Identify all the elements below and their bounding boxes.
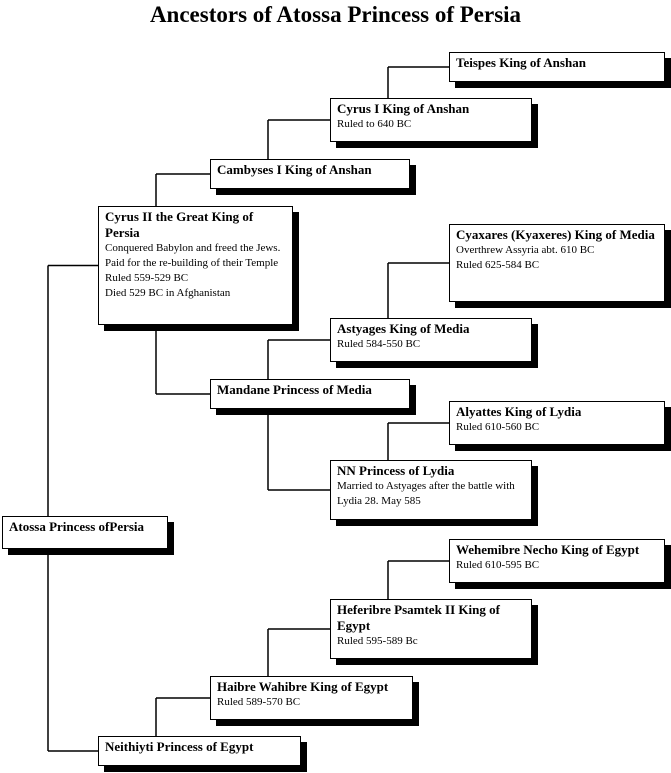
person-box-astyages[interactable]: Astyages King of Media Ruled 584-550 BC [330,318,532,362]
person-name: Cambyses I King of Anshan [217,162,372,177]
person-name: Mandane Princess of Media [217,382,372,397]
person-detail-line: Ruled 589-570 BC [217,696,301,708]
person-box-wehemibre[interactable]: Wehemibre Necho King of Egypt Ruled 610-… [449,539,665,583]
person-detail-line: Ruled 610-560 BC [456,421,540,433]
person-box-cyaxares[interactable]: Cyaxares (Kyaxeres) King of Media Overth… [449,224,665,302]
person-detail-line: Died 529 BC in Afghanistan [105,287,231,299]
person-box-alyattes[interactable]: Alyattes King of Lydia Ruled 610-560 BC [449,401,665,445]
person-detail-line: Overthrew Assyria abt. 610 BC [456,244,595,256]
person-details: Ruled 610-560 BC [456,420,660,435]
person-details: Ruled 595-589 Bc [337,634,527,649]
person-box-teispes[interactable]: Teispes King of Anshan [449,52,665,82]
person-name: Cyaxares (Kyaxeres) King of Media [456,227,655,242]
person-name: Wehemibre Necho King of Egypt [456,542,640,557]
person-box-cambyses1[interactable]: Cambyses I King of Anshan [210,159,410,189]
person-box-cyrus1[interactable]: Cyrus I King of Anshan Ruled to 640 BC [330,98,532,142]
person-details: Married to Astyages after the battle wit… [337,479,527,509]
person-box-haibre[interactable]: Haibre Wahibre King of Egypt Ruled 589-5… [210,676,413,720]
person-box-neithiyti[interactable]: Neithiyti Princess of Egypt [98,736,301,766]
person-detail-line: Ruled to 640 BC [337,118,412,130]
person-details: Ruled 589-570 BC [217,695,408,710]
person-name: NN Princess of Lydia [337,463,455,478]
person-detail-line: Ruled 559-529 BC [105,272,189,284]
person-box-heferibre[interactable]: Heferibre Psamtek II King of Egypt Ruled… [330,599,532,659]
person-box-cyrus2[interactable]: Cyrus II the Great King of Persia Conque… [98,206,293,325]
person-detail-line: Ruled 610-595 BC [456,559,540,571]
person-details: Ruled to 640 BC [337,117,527,132]
chart-title: Ancestors of Atossa Princess of Persia [149,2,522,27]
person-name: Astyages King of Media [337,321,470,336]
person-name: Haibre Wahibre King of Egypt [217,679,389,694]
person-detail-line: Ruled 625-584 BC [456,259,540,271]
person-name: Atossa Princess ofPersia [9,519,145,534]
person-details: Ruled 610-595 BC [456,558,660,573]
person-box-nn-lydia[interactable]: NN Princess of Lydia Married to Astyages… [330,460,532,520]
person-detail-line: Conquered Babylon and freed the Jews. Pa… [105,242,281,269]
person-name: Heferibre Psamtek II King of Egypt [337,602,500,633]
person-details: Overthrew Assyria abt. 610 BC Ruled 625-5… [456,243,660,273]
person-detail-line: Married to Astyages after the battle wit… [337,480,515,507]
person-name: Teispes King of Anshan [456,55,586,70]
person-detail-line: Ruled 595-589 Bc [337,635,418,647]
person-detail-line: Ruled 584-550 BC [337,338,421,350]
person-box-mandane[interactable]: Mandane Princess of Media [210,379,410,409]
person-name: Cyrus II the Great King of Persia [105,209,254,240]
person-name: Alyattes King of Lydia [456,404,582,419]
person-name: Cyrus I King of Anshan [337,101,470,116]
person-box-atossa[interactable]: Atossa Princess ofPersia [2,516,168,549]
person-details: Ruled 584-550 BC [337,337,527,352]
person-name: Neithiyti Princess of Egypt [105,739,254,754]
person-details: Conquered Babylon and freed the Jews. Pa… [105,241,288,301]
